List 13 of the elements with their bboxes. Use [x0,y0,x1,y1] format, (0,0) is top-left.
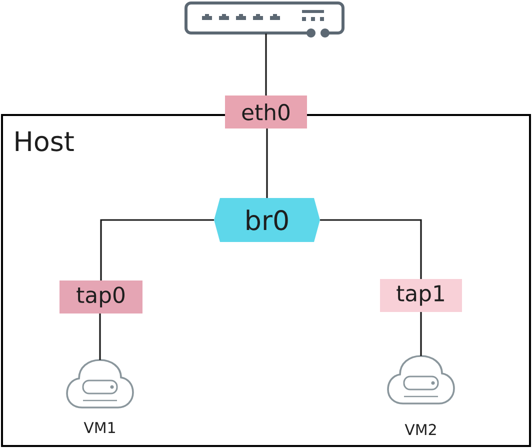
interface-box: eth0 [225,96,307,128]
connector-line [99,314,101,360]
connector-line [100,219,214,280]
bridge-hexagon: br0 [214,198,320,242]
interface-box: tap0 [60,280,142,314]
node-caption: VM2 [404,424,436,435]
interface-box: tap1 [380,279,462,312]
node-caption: VM1 [84,422,115,433]
connector-line [266,128,268,198]
connector-line [265,34,267,96]
network-switch-drawing [184,2,344,38]
connector-line [320,219,422,279]
connector-line [420,312,422,356]
